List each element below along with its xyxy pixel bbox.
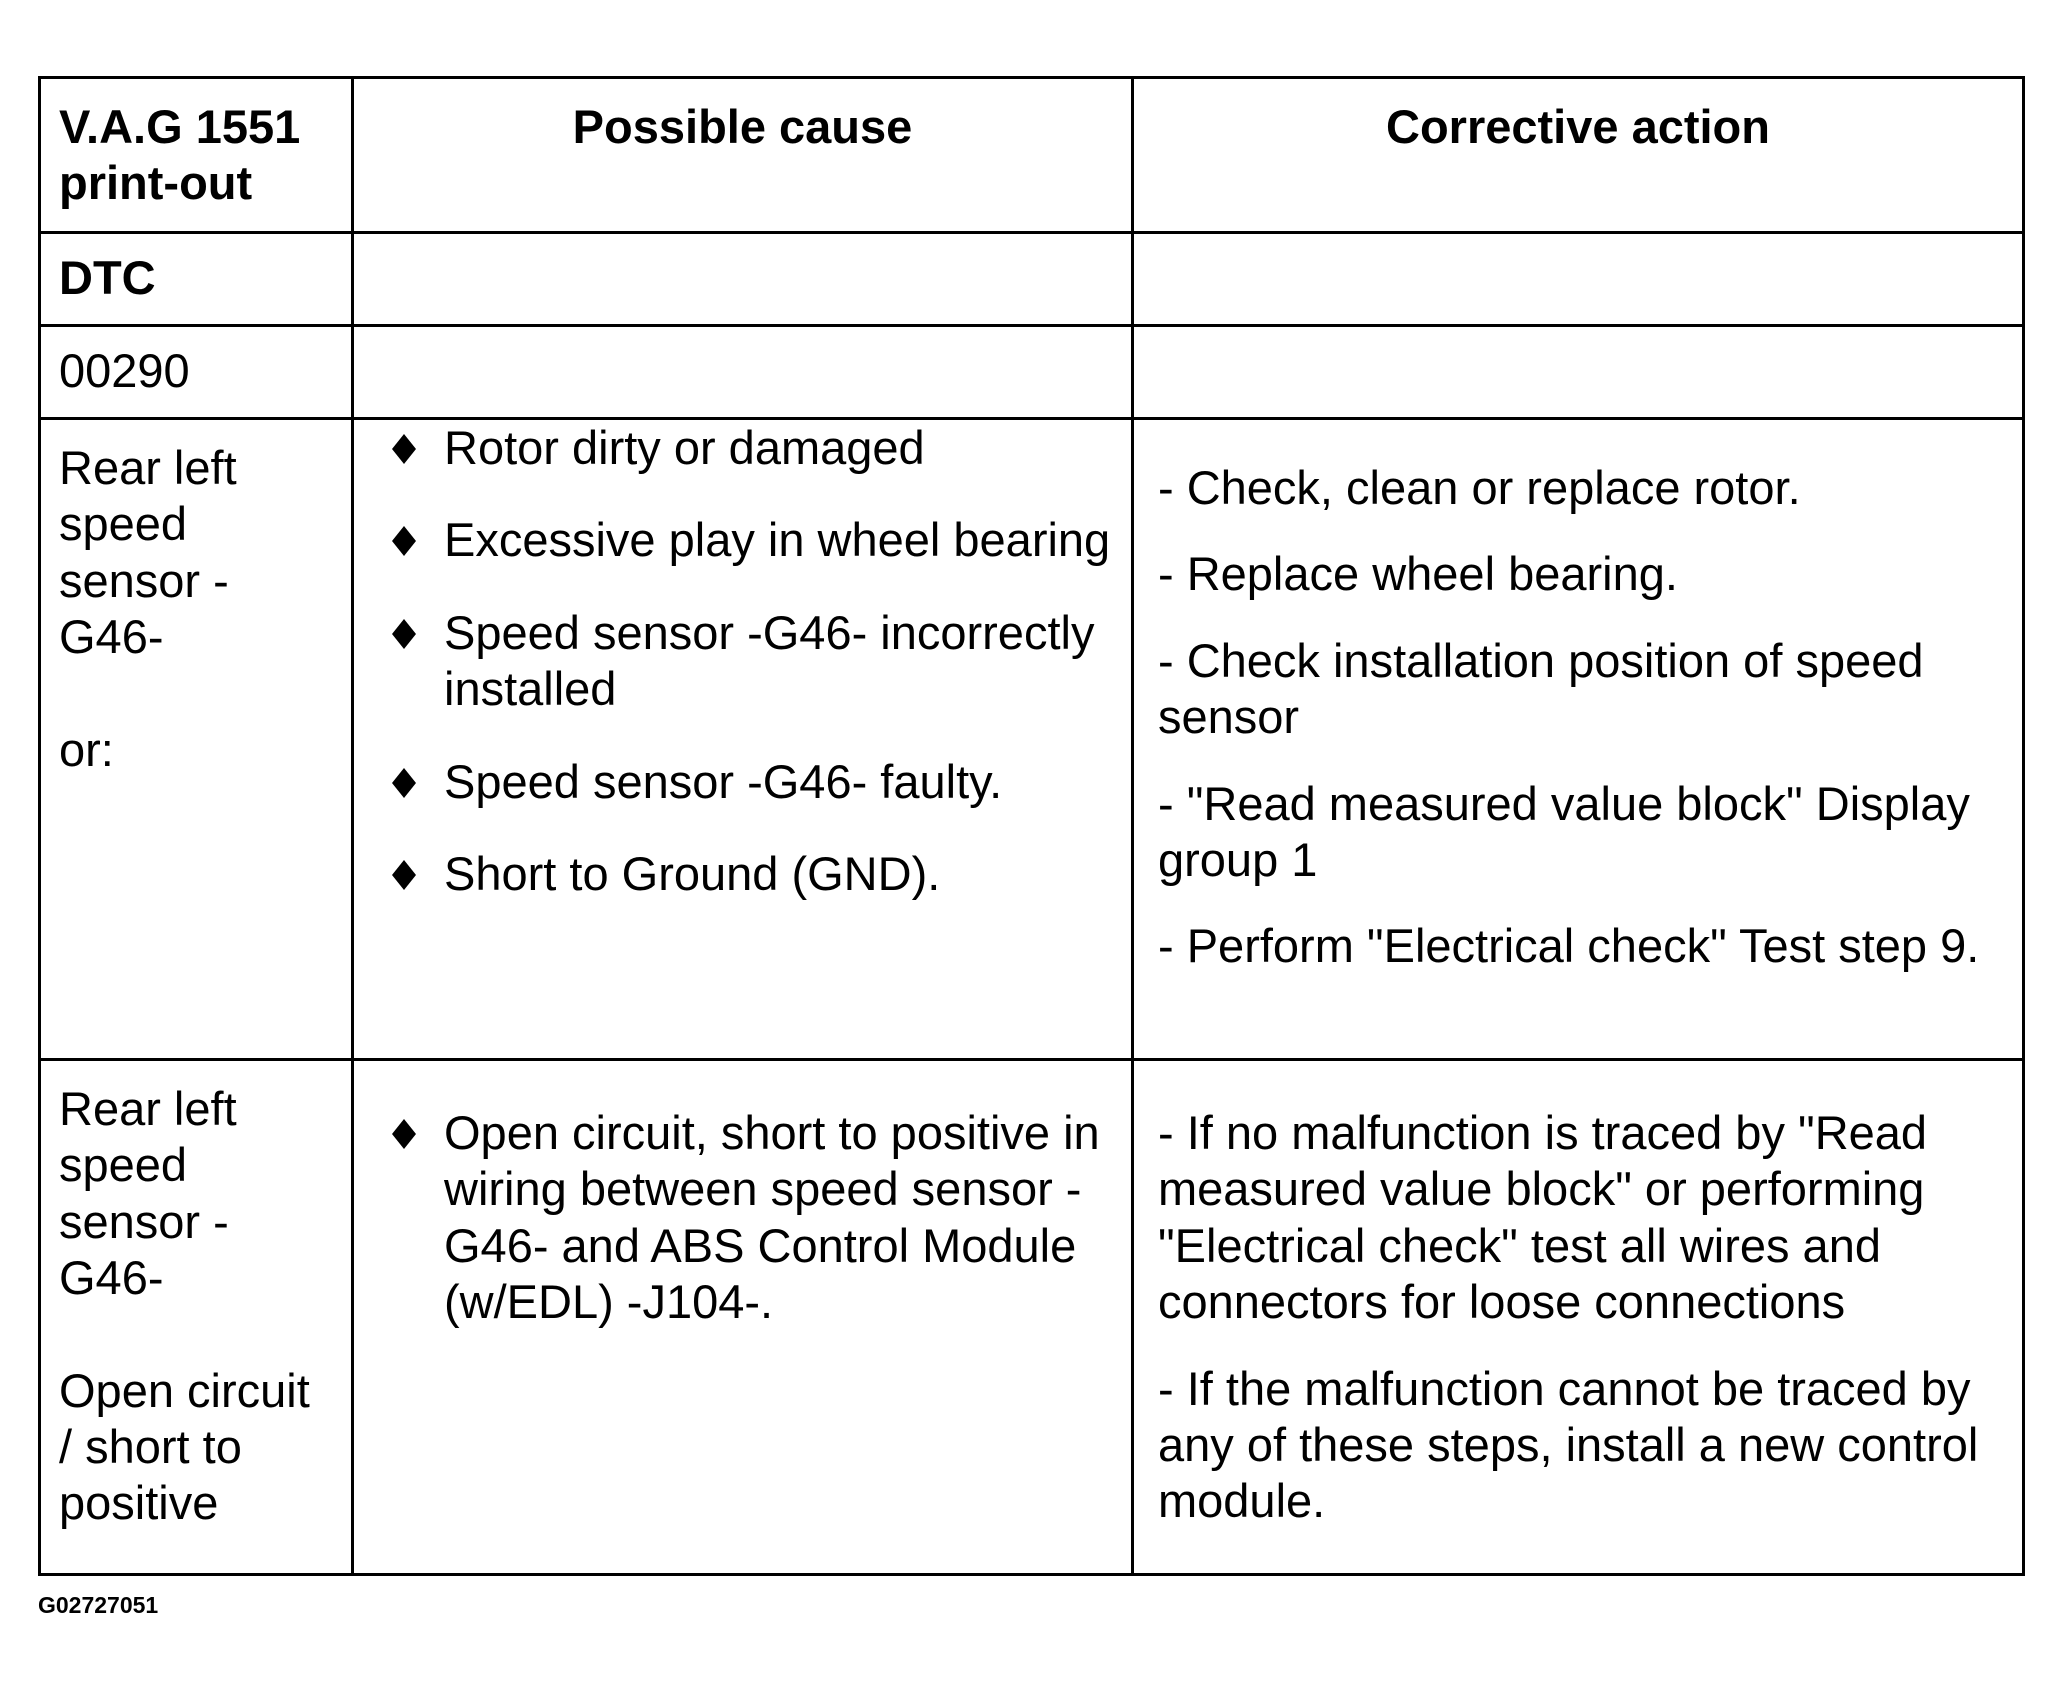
action-item: - Replace wheel bearing. <box>1158 547 1678 601</box>
list-item: Speed sensor -G46- incorrectly installed <box>354 605 1131 718</box>
action-item: - Check installation position of speed s… <box>1158 633 1924 744</box>
component-name: Rear left speed sensor -G46- <box>59 1082 237 1305</box>
header-possible-cause: Possible cause <box>351 76 1134 234</box>
action-item: - Check, clean or replace rotor. <box>1158 461 1801 514</box>
diamond-bullet-icon <box>392 618 416 649</box>
dtc-label-cell: DTC <box>38 231 354 327</box>
list-item: Short to Ground (GND). <box>354 846 1131 902</box>
list-item: Open circuit, short to positive in wirin… <box>354 1105 1131 1331</box>
action-item: - If the malfunction cannot be traced by… <box>1158 1361 1979 1528</box>
dtc-table: V.A.G 1551 print-out Possible cause Corr… <box>38 76 2025 1576</box>
list-item: Speed sensor -G46- faulty. <box>354 754 1131 810</box>
header-row: V.A.G 1551 print-out Possible cause Corr… <box>38 76 2025 234</box>
diamond-bullet-icon <box>392 859 416 890</box>
cause-cell: Open circuit, short to positive in wirin… <box>351 1058 1134 1576</box>
dtc-code-row: 00290 <box>38 324 2025 420</box>
dtc-code-cell: 00290 <box>38 324 354 420</box>
diamond-bullet-icon <box>392 767 416 798</box>
header-corrective-action: Corrective action <box>1131 76 2025 234</box>
header-printout: V.A.G 1551 print-out <box>38 76 354 234</box>
empty-cell <box>351 324 1134 420</box>
action-item: - "Read measured value block" Display gr… <box>1158 776 1970 886</box>
empty-cell <box>1131 231 2025 327</box>
empty-cell <box>1131 324 2025 420</box>
table-row: Rear left speed sensor -G46- or: Rotor d… <box>38 417 2025 1061</box>
action-cell: - Check, clean or replace rotor. - Repla… <box>1131 417 2025 1061</box>
diamond-bullet-icon <box>392 526 416 557</box>
list-item: Rotor dirty or damaged <box>354 420 1131 476</box>
action-cell: - If no malfunction is traced by "Read m… <box>1131 1058 2025 1576</box>
action-item: - If no malfunction is traced by "Read m… <box>1158 1106 1928 1329</box>
empty-cell <box>351 231 1134 327</box>
component-cell: Rear left speed sensor -G46- or: <box>38 417 354 1061</box>
component-cell: Rear left speed sensor -G46- Open circui… <box>38 1058 354 1576</box>
component-name: Rear left speed sensor -G46- <box>59 441 237 664</box>
dtc-label-row: DTC <box>38 231 2025 327</box>
figure-code: G02727051 <box>38 1592 159 1618</box>
diamond-bullet-icon <box>392 1119 416 1149</box>
cause-cell: Rotor dirty or damaged Excessive play in… <box>351 417 1134 1061</box>
component-condition: Open circuit / short to positive <box>59 1363 310 1530</box>
list-item: Excessive play in wheel bearing <box>354 512 1131 568</box>
action-item: - Perform "Electrical check" Test step 9… <box>1158 919 1980 973</box>
component-condition: or: <box>59 722 114 776</box>
diamond-bullet-icon <box>392 434 416 464</box>
table-row: Rear left speed sensor -G46- Open circui… <box>38 1058 2025 1576</box>
